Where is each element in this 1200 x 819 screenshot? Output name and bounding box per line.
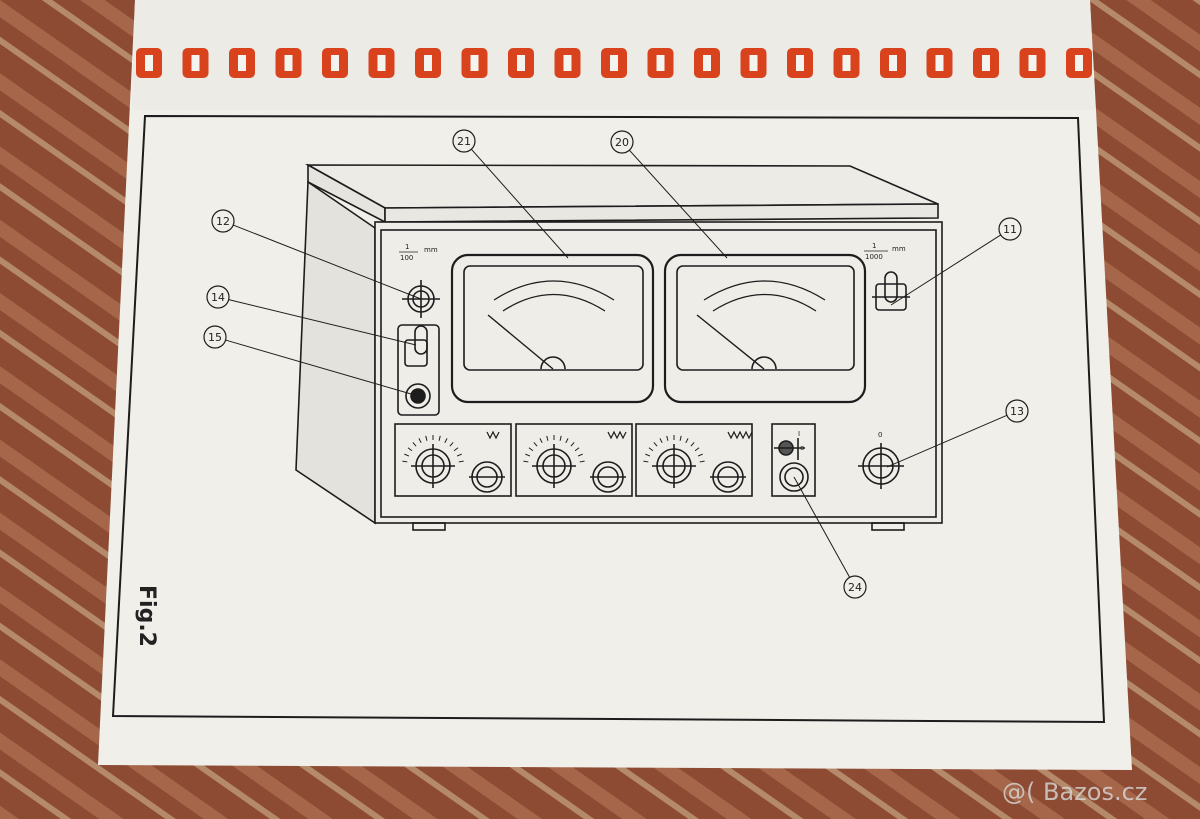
callout-circle-12 xyxy=(211,209,235,233)
svg-text:Fig.2: Fig.2 xyxy=(134,585,159,647)
svg-text:mm: mm xyxy=(424,246,438,254)
scale-mark-right: 1 1000 mm xyxy=(864,242,906,261)
switch-block xyxy=(771,423,816,497)
binding-ring xyxy=(368,48,395,78)
callout-number-20: 20 xyxy=(615,136,629,149)
callout-leader-24 xyxy=(793,476,851,578)
callout-14: 14 xyxy=(206,285,417,346)
knob-zero-mark: 0 xyxy=(878,431,882,439)
callout-number-15: 15 xyxy=(208,331,222,344)
svg-text:1: 1 xyxy=(405,243,409,251)
switch-mark-mid: o xyxy=(800,444,804,452)
callout-leader-15 xyxy=(225,339,419,397)
svg-text:1: 1 xyxy=(872,242,876,250)
figure-frame xyxy=(111,114,1106,724)
control-modules xyxy=(394,423,753,497)
binding-ring xyxy=(508,48,534,78)
callout-number-11: 11 xyxy=(1003,223,1017,236)
binding-ring xyxy=(833,48,860,78)
binding-ring xyxy=(787,48,813,78)
binding-ring xyxy=(554,48,581,78)
binding-ring xyxy=(182,48,209,78)
binding-ring xyxy=(740,48,767,78)
svg-text:mm: mm xyxy=(892,245,906,253)
callout-circle-14 xyxy=(206,285,230,309)
callout-number-24: 24 xyxy=(848,581,862,594)
callout-number-21: 21 xyxy=(457,135,471,148)
meter-right xyxy=(663,253,867,404)
binding-ring xyxy=(415,48,441,78)
svg-text:1000: 1000 xyxy=(865,253,883,261)
callout-circle-13 xyxy=(1005,399,1029,423)
callout-15: 15 xyxy=(203,325,419,397)
watermark: @( Bazos.cz xyxy=(1002,778,1147,806)
scale-mark-left: 1 100 mm xyxy=(399,243,438,262)
spiral-binding xyxy=(136,48,1092,78)
binding-ring xyxy=(647,48,674,78)
callout-11: 11 xyxy=(890,217,1022,306)
callout-leader-20 xyxy=(629,149,728,259)
switch-mark-top: I xyxy=(798,430,800,438)
svg-text:100: 100 xyxy=(400,254,413,262)
meter-left xyxy=(450,253,655,404)
callout-circle-21 xyxy=(452,129,476,153)
binding-ring xyxy=(275,48,302,78)
control-module xyxy=(515,423,633,497)
callout-13: 13 xyxy=(886,399,1029,468)
callout-21: 21 xyxy=(452,129,569,259)
callout-leader-13 xyxy=(886,414,1008,468)
knob-13 xyxy=(858,443,904,489)
callout-leader-12 xyxy=(233,224,422,300)
binding-ring xyxy=(229,48,255,78)
control-module xyxy=(635,423,753,497)
callout-number-13: 13 xyxy=(1010,405,1024,418)
callout-number-14: 14 xyxy=(211,291,225,304)
callout-20: 20 xyxy=(610,130,728,259)
callout-circle-11 xyxy=(998,217,1022,241)
callout-circle-15 xyxy=(203,325,227,349)
callout-leader-21 xyxy=(470,148,569,259)
binding-ring xyxy=(322,48,348,78)
binding-ring xyxy=(880,48,906,78)
callout-number-12: 12 xyxy=(216,215,230,228)
callout-24: 24 xyxy=(793,476,867,599)
control-module xyxy=(394,423,512,497)
figure-caption: Fig.2 xyxy=(134,585,159,647)
binding-ring xyxy=(1066,48,1092,78)
callout-leader-11 xyxy=(890,234,1001,306)
binding-ring xyxy=(601,48,627,78)
callout-circle-20 xyxy=(610,130,634,154)
binding-ring xyxy=(926,48,953,78)
callout-leader-14 xyxy=(228,299,417,346)
binding-ring xyxy=(136,48,162,78)
binding-ring xyxy=(694,48,720,78)
binding-ring xyxy=(973,48,999,78)
callout-circle-24 xyxy=(843,575,867,599)
binding-ring xyxy=(461,48,488,78)
binding-ring xyxy=(1019,48,1046,78)
instrument-drawing xyxy=(295,163,943,531)
callout-12: 12 xyxy=(211,209,422,300)
